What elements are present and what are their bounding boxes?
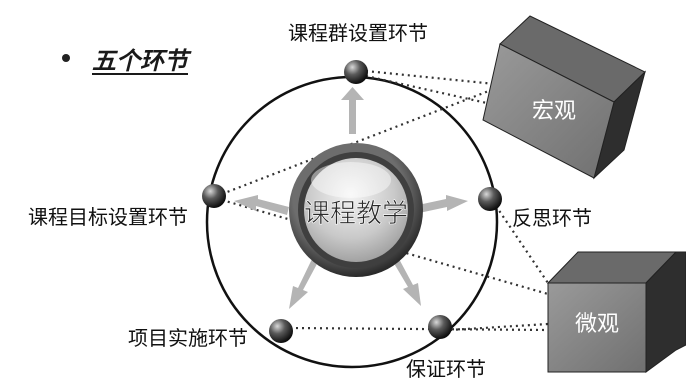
center-label: 课程教学 (304, 199, 408, 229)
heading: 五个环节 (62, 38, 188, 78)
connector-goal-macro (221, 80, 513, 196)
arrow-down-left (289, 259, 318, 309)
node-project (269, 319, 293, 343)
node-reflect (478, 187, 502, 211)
arrow-left (234, 195, 289, 215)
center-hub: 课程教学 (289, 143, 423, 277)
connector-assure-micro (449, 322, 549, 332)
stage-nodes (202, 60, 502, 343)
connector-group-macro-2 (365, 74, 519, 112)
stage-label-group: 课程群设置环节 (288, 21, 428, 45)
arrow-down-right (392, 257, 421, 306)
node-assure (428, 315, 452, 339)
stage-label-project: 项目实施环节 (128, 326, 248, 350)
arrow-up (341, 87, 364, 134)
heading-title: 五个环节 (92, 46, 188, 75)
micro-box: 微观 (546, 251, 686, 373)
node-goal (202, 184, 226, 208)
micro-label: 微观 (575, 312, 619, 337)
stage-label-reflect: 反思环节 (512, 206, 592, 230)
bullet-icon (62, 54, 70, 62)
stage-label-goal: 课程目标设置环节 (28, 205, 188, 229)
macro-box: 宏观 (482, 15, 646, 180)
connector-group-macro (365, 69, 506, 87)
macro-label: 宏观 (532, 99, 576, 124)
connector-project-micro (289, 326, 549, 332)
node-group (344, 60, 368, 84)
arrow-right (418, 195, 468, 213)
stage-label-assure: 保证环节 (406, 357, 486, 381)
hub-arrows (234, 87, 468, 309)
